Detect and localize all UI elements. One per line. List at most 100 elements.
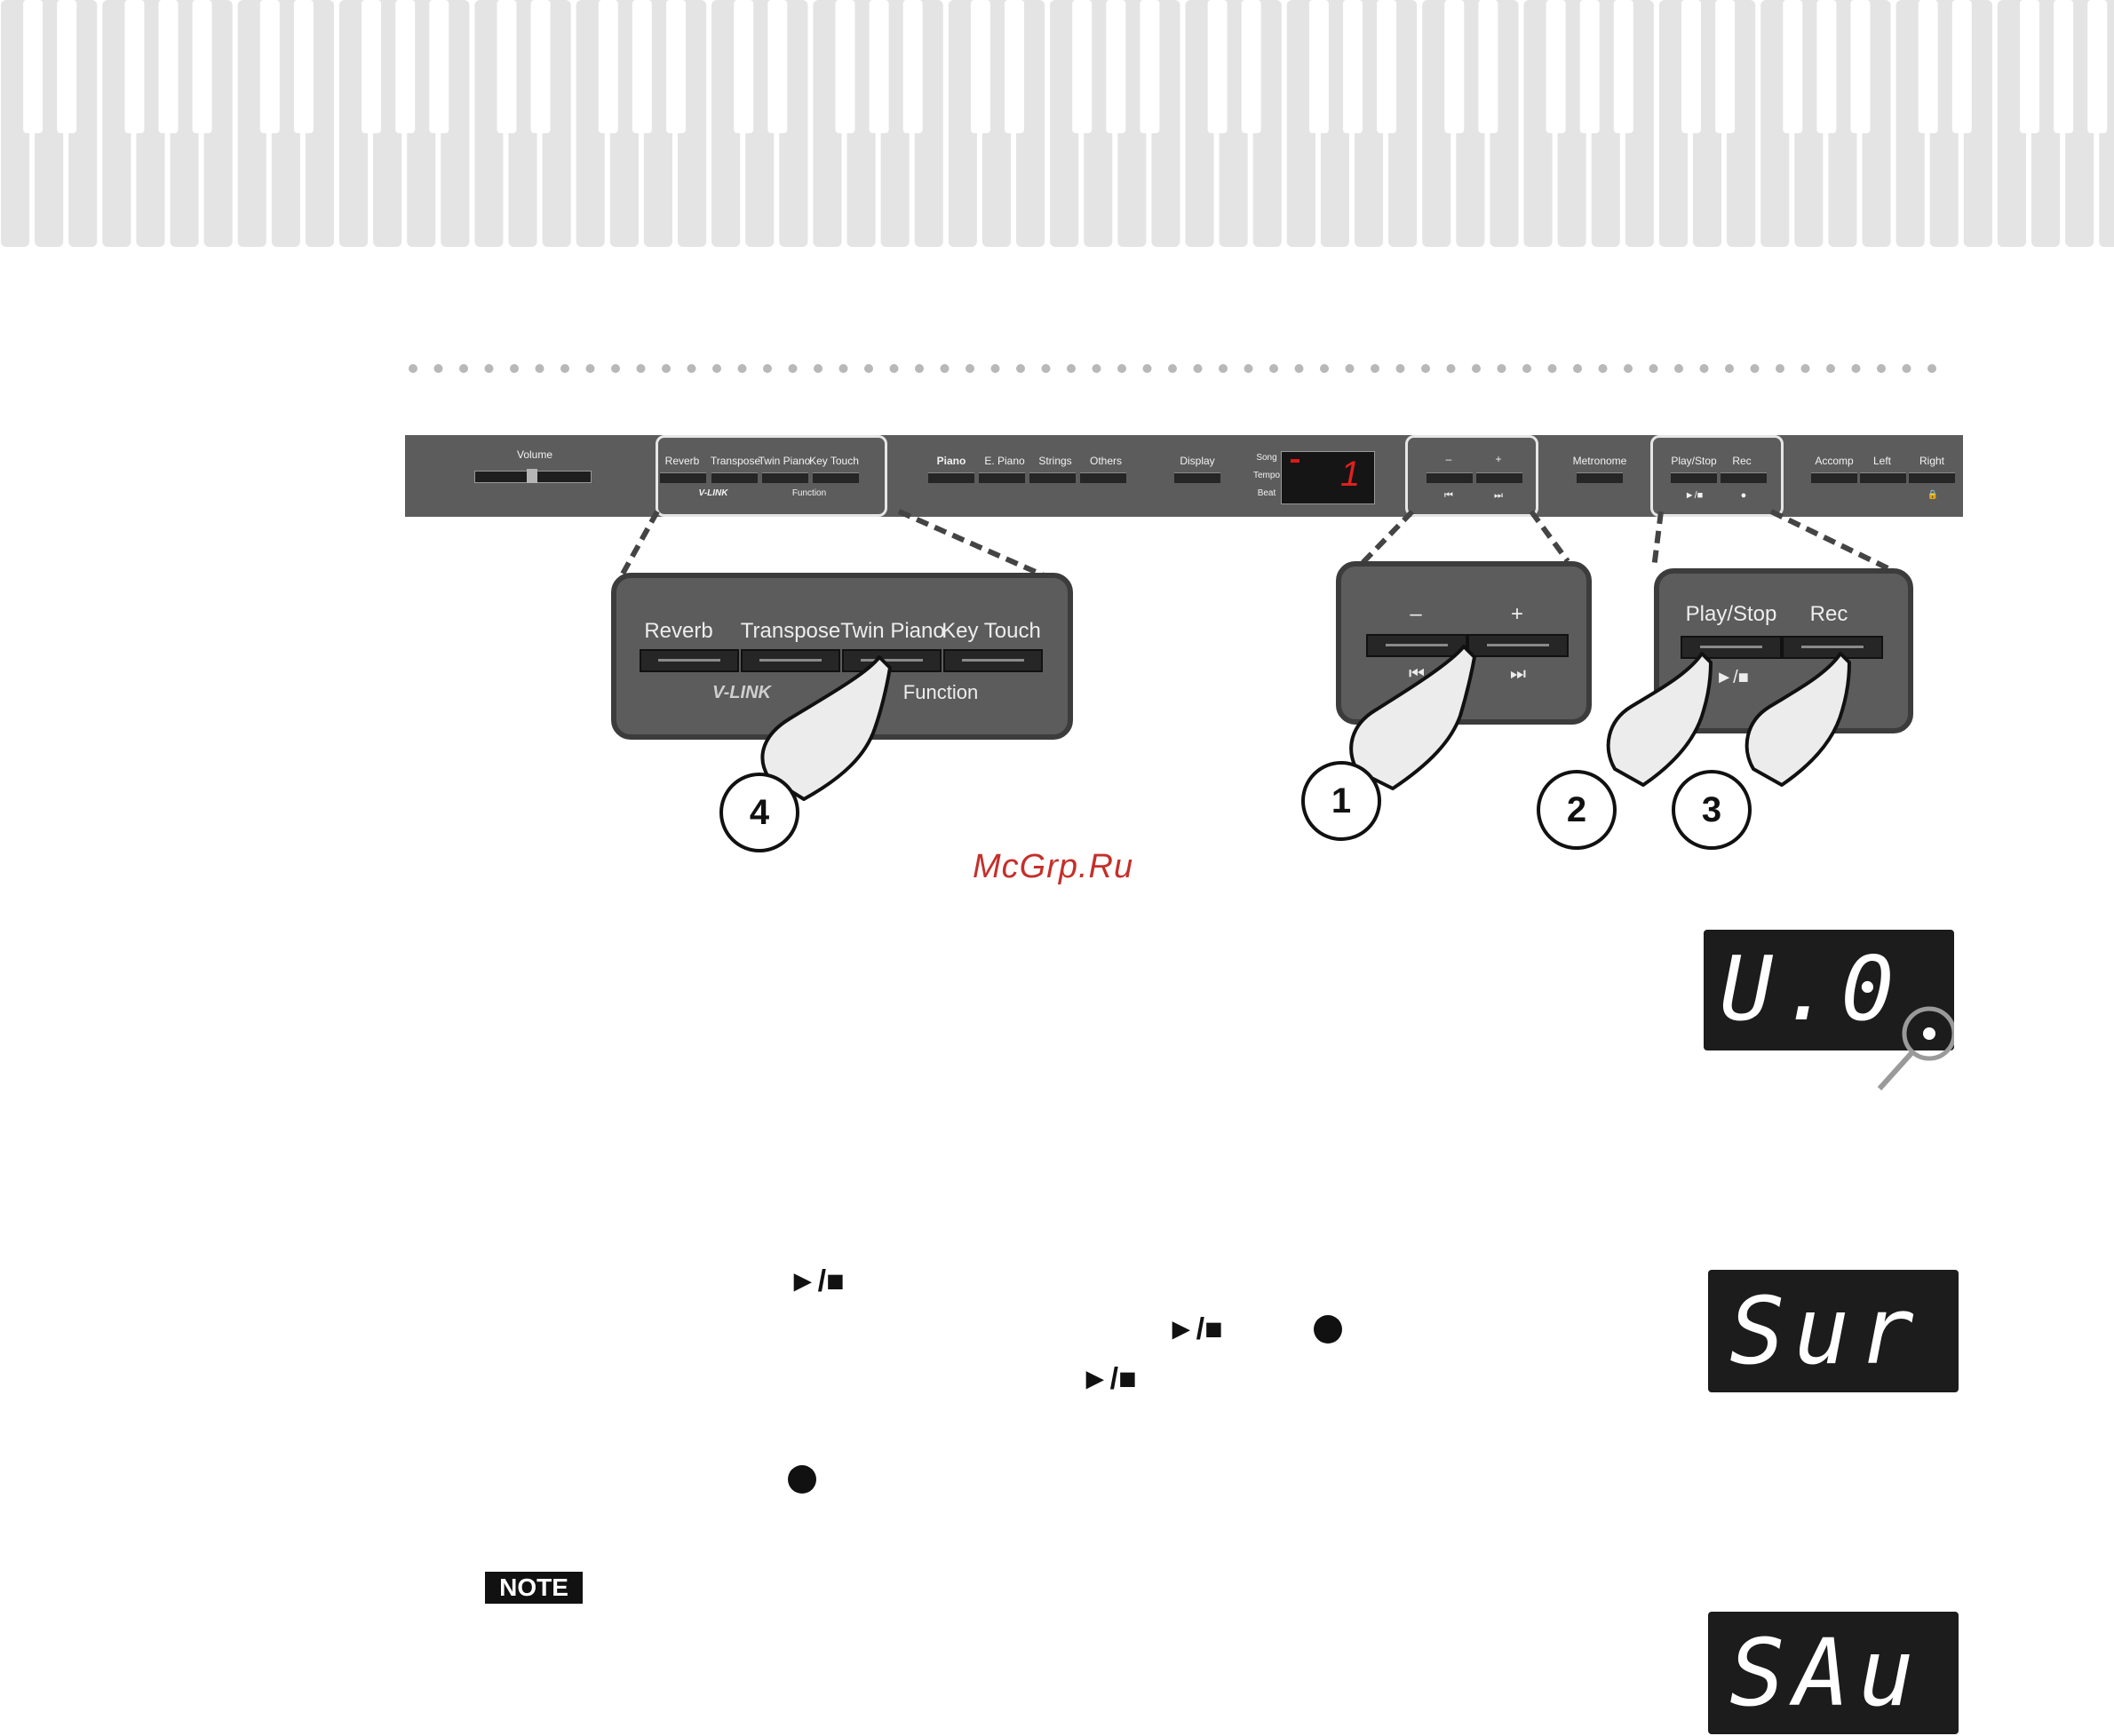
panel-display-label: Display: [1180, 455, 1215, 467]
panel-key-touch-label: Key Touch: [809, 455, 859, 467]
panel-metronome-button[interactable]: [1577, 472, 1623, 483]
zoom-twin-piano-button[interactable]: [842, 649, 942, 672]
magnifier-icon: [1877, 1006, 1954, 1091]
zoom-function-label: Function: [902, 681, 979, 703]
panel-e-piano-button[interactable]: [979, 472, 1025, 483]
black-key: [902, 0, 923, 133]
black-key: [632, 0, 652, 133]
panel-twin-piano-button[interactable]: [762, 472, 808, 483]
panel-play-stop-button[interactable]: [1671, 472, 1717, 483]
panel-function-label: Function: [791, 488, 827, 498]
black-key: [429, 0, 449, 133]
panel-transpose-button[interactable]: [711, 472, 758, 483]
panel-strings-button[interactable]: [1029, 472, 1076, 483]
piano-keyboard-illustration: [1, 0, 2114, 247]
panel-transpose-label: Transpose: [710, 455, 761, 467]
volume-slider-knob[interactable]: [527, 469, 537, 483]
black-key: [2087, 0, 2108, 133]
divider-dot: [889, 364, 899, 373]
panel-minus-button[interactable]: [1427, 472, 1473, 483]
black-key: [1072, 0, 1093, 133]
zoom-play-stop-button[interactable]: [1681, 636, 1782, 659]
divider-dot: [788, 364, 798, 373]
panel-reverb-label: Reverb: [664, 455, 700, 467]
panel-key-touch-button[interactable]: [813, 472, 859, 483]
panel-others-button[interactable]: [1080, 472, 1126, 483]
panel-vlink-label: V-LINK: [698, 488, 728, 498]
black-key: [259, 0, 280, 133]
control-panel: Volume Reverb Transpose Twin Piano Key T…: [405, 435, 1963, 517]
divider-dot: [1016, 364, 1025, 373]
panel-piano-button[interactable]: [928, 472, 974, 483]
panel-highlight-group-2: [1405, 435, 1538, 517]
divider-dot: [1598, 364, 1608, 373]
divider-dot: [687, 364, 696, 373]
hand-icon-3: [1744, 652, 1851, 787]
black-key: [1140, 0, 1160, 133]
divider-dot: [1371, 364, 1379, 373]
divider-dot: [763, 364, 772, 373]
divider-dot: [737, 364, 747, 373]
divider-dot: [1395, 364, 1405, 373]
white-key: [1050, 0, 1079, 247]
panel-play-stop-label: Play/Stop: [1671, 455, 1717, 467]
divider-dot: [1269, 364, 1278, 373]
panel-left-button[interactable]: [1860, 472, 1906, 483]
divider-dot: [1624, 364, 1633, 373]
panel-rec-label: Rec: [1732, 455, 1752, 467]
black-key: [1951, 0, 1972, 133]
panel-right-button[interactable]: [1909, 472, 1955, 483]
lcd-display-3: SAu: [1708, 1612, 1959, 1734]
divider-dot: [1472, 364, 1481, 373]
lock-icon: 🔒: [1927, 490, 1939, 500]
panel-accomp-label: Accomp: [1815, 455, 1854, 467]
panel-accomp-button[interactable]: [1811, 472, 1857, 483]
black-key: [767, 0, 788, 133]
black-key: [497, 0, 517, 133]
divider-dot: [484, 364, 494, 373]
black-key: [1308, 0, 1329, 133]
panel-song-label: Song: [1256, 453, 1277, 463]
divider-dot: [1168, 364, 1177, 373]
panel-plus-label: +: [1495, 453, 1502, 465]
divider-dot: [1092, 364, 1101, 373]
white-key: [1185, 0, 1214, 247]
zoom-key-touch-button[interactable]: [943, 649, 1043, 672]
black-key: [1918, 0, 1938, 133]
panel-display-value: 1: [1340, 455, 1361, 494]
panel-plus-button[interactable]: [1476, 472, 1522, 483]
divider-dot: [1041, 364, 1051, 373]
panel-e-piano-label: E. Piano: [984, 455, 1025, 467]
zoom-plus-label: +: [1510, 602, 1523, 626]
zoom-reverb-button[interactable]: [640, 649, 739, 672]
black-key: [2054, 0, 2074, 133]
lcd-display-1: U.0 1: [1704, 930, 2015, 1050]
zoom-transpose-button[interactable]: [741, 649, 840, 672]
panel-fast-forward-icon: ⏭: [1494, 490, 1503, 501]
white-key: [813, 0, 842, 247]
divider-dot: [1750, 364, 1760, 373]
divider-dot: [814, 364, 823, 373]
zoom-rec-button[interactable]: [1782, 636, 1883, 659]
zoom-key-touch-label: Key Touch: [942, 619, 1041, 643]
white-key: [1523, 0, 1553, 247]
zoom-plus-button[interactable]: [1467, 634, 1569, 657]
volume-label: Volume: [516, 448, 553, 461]
black-key: [57, 0, 77, 133]
step-callout-3: 3: [1672, 770, 1752, 850]
divider-dot: [409, 364, 417, 373]
divider-dot: [838, 364, 848, 373]
divider-dot: [966, 364, 974, 373]
white-key: [1422, 0, 1451, 247]
black-key: [835, 0, 855, 133]
panel-display-button[interactable]: [1174, 472, 1220, 483]
divider-dot: [1927, 364, 1936, 373]
panel-rec-button[interactable]: [1721, 472, 1767, 483]
divider-dot: [940, 364, 950, 373]
play-stop-symbol-1: ►/■: [788, 1264, 845, 1298]
volume-slider[interactable]: [474, 469, 592, 483]
panel-reverb-button[interactable]: [660, 472, 706, 483]
rec-symbol-1: [1314, 1315, 1342, 1344]
divider-dot: [510, 364, 519, 373]
zoom-minus-button[interactable]: [1366, 634, 1467, 657]
